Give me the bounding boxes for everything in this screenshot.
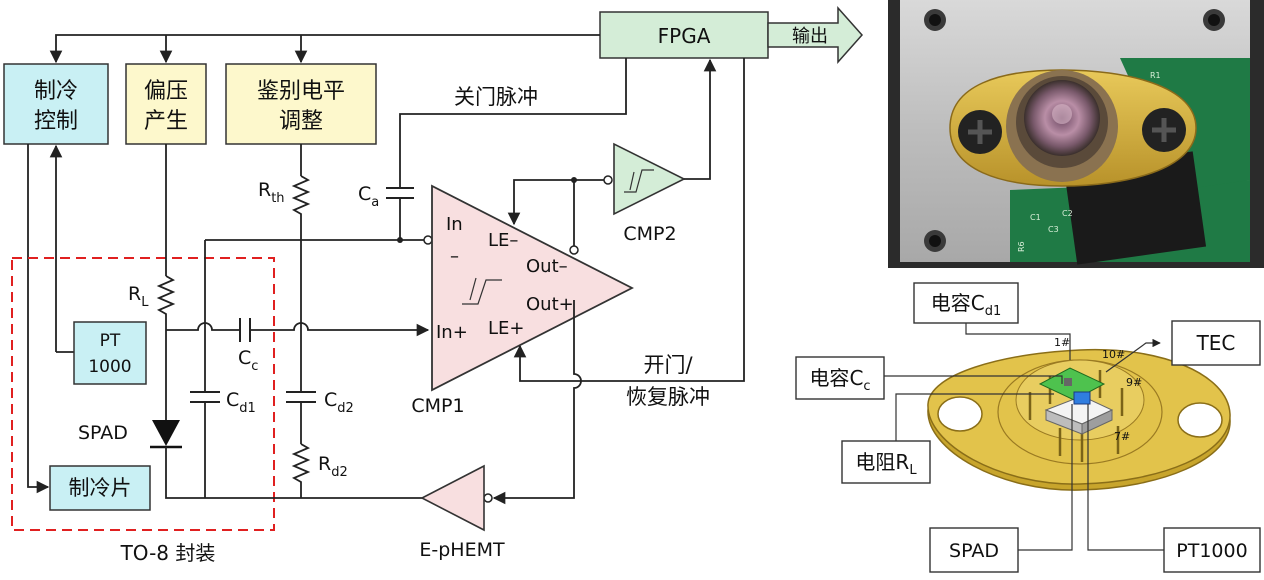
- svg-text:9#: 9#: [1126, 376, 1142, 389]
- pt1000-line1: PT: [100, 331, 121, 351]
- svg-text:C3: C3: [1048, 225, 1059, 234]
- bias-gen-block: 偏压 产生: [125, 63, 207, 145]
- cmp1-pin-in-plus: In+: [436, 322, 468, 343]
- to8-package-boundary: [11, 257, 275, 531]
- cmp1-comparator: In – LE– Out– Out+ In+ LE+: [431, 184, 634, 392]
- svg-text:PT1000: PT1000: [1176, 540, 1247, 562]
- resistor-rd2: [291, 443, 311, 498]
- cmp1-pin-out-plus: Out+: [526, 294, 574, 315]
- cd1-label: Cd1: [226, 389, 256, 416]
- gate-on-line2: 恢复脉冲: [626, 385, 710, 409]
- fpga-block: FPGA: [599, 11, 769, 59]
- cmp1-pin-out-minus: Out–: [526, 256, 568, 277]
- callout-cc: 电容Cc: [795, 356, 1063, 400]
- resistor-rl: [156, 275, 176, 330]
- rl-label: RL: [128, 283, 149, 310]
- rd2-label: Rd2: [318, 453, 348, 480]
- threshold-adjust-line1: 鉴别电平: [257, 79, 345, 104]
- gate-off-label: 关门脉冲: [454, 85, 538, 109]
- output-label: 输出: [792, 26, 828, 47]
- cmp1-pin-le-plus: LE+: [488, 318, 524, 339]
- ephemt-label: E-pHEMT: [419, 539, 505, 561]
- cmp1-pin-in-minus: In: [446, 214, 463, 235]
- package-illustration: 1# 10# 9# 7#: [927, 336, 1231, 491]
- callout-rl: 电阻RL: [841, 393, 1054, 484]
- schematic: FPGA 输出 制冷 控制 偏压 产生 鉴别电平 调整: [3, 6, 864, 565]
- svg-text:C2: C2: [1062, 209, 1073, 218]
- spad-diode: [150, 420, 182, 449]
- bias-gen-line2: 产生: [144, 109, 188, 134]
- callouts: 电容Cd1 TEC 电容Cc 电阻RL SPAD PT1000: [795, 282, 1261, 573]
- cooling-control-line2: 控制: [34, 109, 78, 134]
- resistor-rth: [291, 175, 311, 230]
- svg-text:电容Cd1: 电容Cd1: [931, 291, 1002, 319]
- callout-spad: SPAD: [929, 404, 1073, 573]
- svg-text:10#: 10#: [1102, 348, 1125, 361]
- cmp1-label: CMP1: [411, 395, 464, 417]
- ephemt-amplifier: [420, 464, 485, 532]
- svg-text:R1: R1: [1150, 71, 1161, 80]
- callout-pt1000: PT1000: [1087, 404, 1261, 573]
- cmp1-pin-le-minus: LE–: [488, 230, 518, 251]
- pcb-labels: R6 C3 C1 C2 R1: [1017, 71, 1161, 252]
- package-label: TO-8 封装: [120, 541, 216, 565]
- svg-text:电阻RL: 电阻RL: [855, 450, 917, 478]
- cmp2-comparator: [613, 142, 686, 216]
- spad-label: SPAD: [78, 422, 128, 444]
- cd2-label: Cd2: [324, 389, 354, 416]
- cc-label: Cc: [238, 347, 258, 374]
- svg-text:电容Cc: 电容Cc: [809, 366, 870, 394]
- threshold-adjust-line2: 调整: [279, 109, 323, 134]
- svg-text:1#: 1#: [1054, 336, 1070, 349]
- cmp1-minus-sign: –: [450, 246, 459, 267]
- tec-chip-block: 制冷片: [49, 465, 151, 511]
- tec-chip-label: 制冷片: [69, 476, 132, 500]
- threshold-adjust-block: 鉴别电平 调整: [225, 63, 377, 145]
- callout-cd1: 电容Cd1: [913, 282, 1071, 360]
- detector-photo: R6 C3 C1 C2 R1: [888, 0, 1264, 268]
- svg-text:TEC: TEC: [1196, 331, 1236, 355]
- ca-label: Ca: [358, 183, 379, 210]
- gate-on-line1: 开门/: [643, 353, 693, 377]
- svg-text:C1: C1: [1030, 213, 1041, 222]
- pt1000-line2: 1000: [88, 357, 131, 377]
- pin-labels: 1# 10# 9# 7#: [1054, 336, 1142, 443]
- output-arrow: 输出: [767, 6, 864, 64]
- bias-gen-line1: 偏压: [144, 79, 188, 104]
- svg-text:R6: R6: [1017, 241, 1026, 252]
- cooling-control-block: 制冷 控制: [3, 63, 109, 145]
- cooling-control-line1: 制冷: [34, 79, 78, 104]
- fpga-label: FPGA: [658, 24, 711, 48]
- svg-text:SPAD: SPAD: [949, 540, 999, 562]
- pt1000-block: PT 1000: [73, 321, 147, 385]
- callout-tec: TEC: [1105, 320, 1261, 373]
- svg-text:7#: 7#: [1114, 430, 1130, 443]
- cmp2-label: CMP2: [623, 223, 676, 245]
- rth-label: Rth: [258, 179, 285, 206]
